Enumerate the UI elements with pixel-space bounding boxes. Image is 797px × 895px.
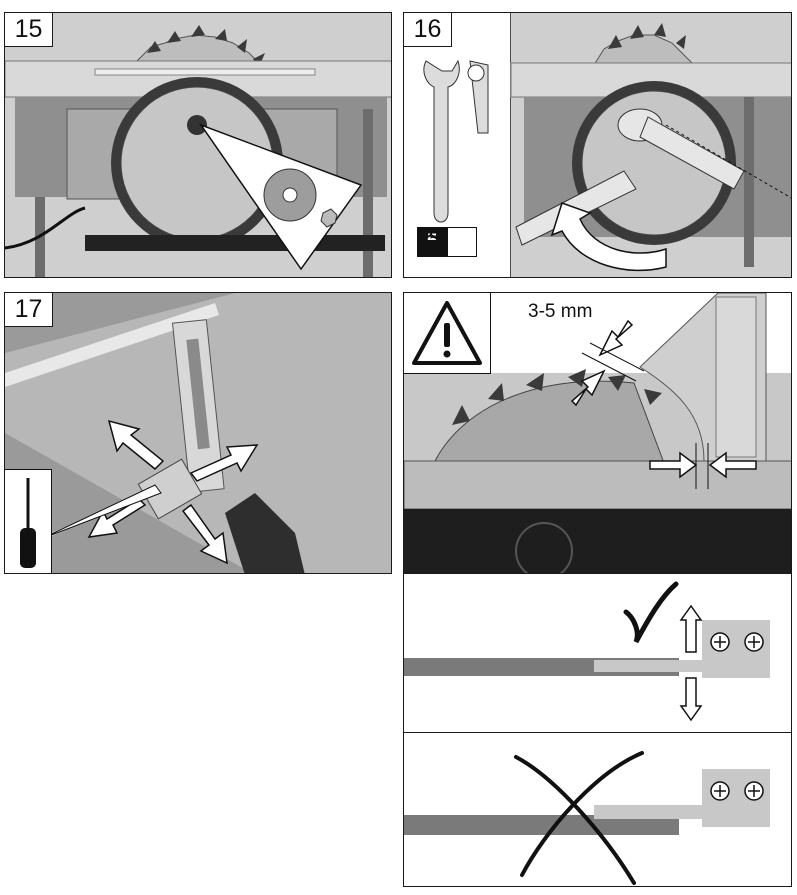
figure-number-16: 16 bbox=[404, 13, 452, 47]
correct-alignment-panel bbox=[403, 573, 792, 733]
screwdriver-icon bbox=[20, 478, 36, 568]
box-icon bbox=[421, 227, 477, 257]
figure-number-15: 15 bbox=[5, 13, 53, 47]
riving-knife-gap-panel: 3-5 mm bbox=[403, 292, 792, 574]
check-mark-icon bbox=[623, 581, 679, 644]
gap-label: 3-5 mm bbox=[528, 301, 593, 322]
warning-icon bbox=[412, 301, 482, 365]
figure-16-panel: 16 5 bbox=[403, 12, 792, 278]
figure-17-panel: 17 bbox=[4, 292, 392, 574]
screwdriver-box bbox=[5, 469, 52, 573]
figure-15-panel: 15 bbox=[4, 12, 392, 278]
incorrect-alignment-panel bbox=[403, 732, 792, 887]
cross-icon bbox=[514, 751, 644, 885]
warning-box bbox=[404, 293, 491, 374]
correct-alignment-diagram bbox=[404, 581, 770, 722]
wrench-illustration bbox=[423, 13, 791, 277]
saw-blade-mount-illustration bbox=[5, 13, 391, 277]
figure-number-17: 17 bbox=[5, 293, 53, 327]
up-down-arrows bbox=[679, 604, 703, 722]
gap-illustration bbox=[404, 293, 791, 573]
incorrect-alignment-diagram bbox=[404, 751, 770, 885]
spanner-icon bbox=[467, 60, 489, 134]
tool-count-badge: 5 bbox=[417, 227, 477, 257]
wrench-icon bbox=[423, 59, 460, 223]
riving-knife-adjust-illustration bbox=[5, 293, 391, 573]
